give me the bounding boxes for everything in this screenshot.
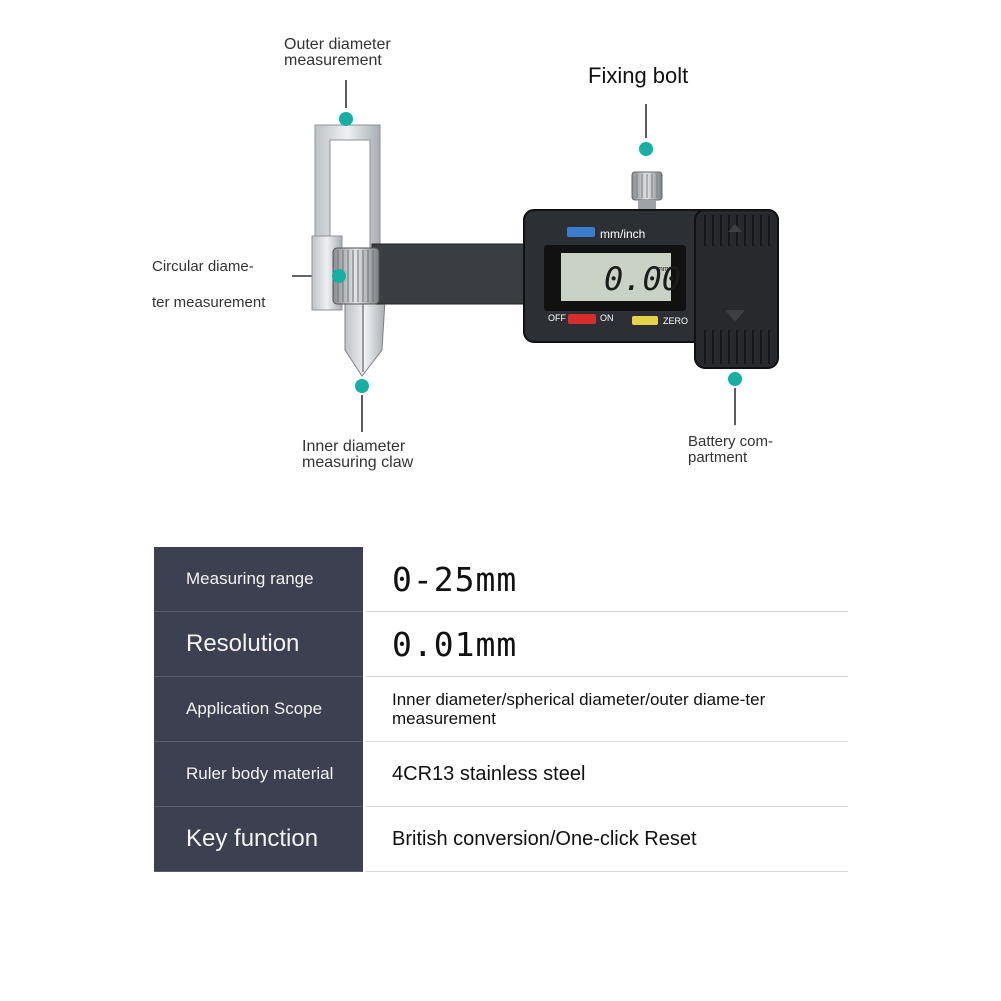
spec-value: Inner diameter/spherical diameter/outer … — [392, 690, 766, 728]
spec-value: British conversion/One-click Reset — [392, 827, 697, 850]
mode-label: mm/inch — [600, 227, 645, 241]
inner-diameter-dot — [355, 379, 369, 393]
zero-label: ZERO — [663, 316, 688, 326]
lcd-unit: mm — [657, 266, 669, 273]
circular-diameter-label: Circular diame- ter measurement — [152, 259, 265, 311]
inner-diameter-label-line2: measuring claw — [302, 454, 414, 471]
spec-row-application-scope: Application Scope Inner diameter/spheric… — [154, 677, 848, 742]
spec-value: 0.01mm — [392, 624, 518, 664]
spec-value-cell: 4CR13 stainless steel — [366, 742, 848, 807]
on-off-button — [568, 314, 596, 324]
circular-diameter-label-line2: ter measurement — [152, 294, 266, 311]
outer-diameter-dot — [339, 112, 353, 126]
spec-key-label: Key function — [186, 825, 319, 852]
circular-diameter-dot — [332, 269, 346, 283]
off-label: OFF — [548, 313, 566, 323]
caliper-beam — [371, 243, 533, 305]
callout-lines — [292, 80, 736, 432]
fixing-bolt — [631, 171, 663, 212]
fixing-bolt-dot — [639, 142, 653, 156]
spec-row-measuring-range: Measuring range 0-25mm — [154, 547, 848, 612]
spec-key-label: Ruler body material — [186, 764, 334, 783]
spec-value-cell: 0.01mm — [366, 612, 848, 677]
spec-value: 0-25mm — [392, 559, 518, 599]
caliper-diagram: mm/inch 0.00 mm OFF ON ZERO — [292, 80, 779, 432]
spec-key-cell: Key function — [154, 807, 363, 872]
on-label: ON — [600, 313, 614, 323]
battery-label: Battery com- partment — [688, 434, 773, 466]
battery-label-line2: partment — [688, 449, 748, 466]
spec-value: 4CR13 stainless steel — [392, 762, 586, 785]
outer-diameter-label-line2: measurement — [284, 52, 382, 69]
zero-button — [632, 316, 658, 325]
outer-diameter-label-line1: Outer diameter — [284, 36, 391, 53]
spec-key-cell: Application Scope — [154, 677, 363, 742]
spec-value-cell: 0-25mm — [366, 547, 848, 612]
callout-dots — [332, 112, 742, 393]
spec-key-cell: Measuring range — [154, 547, 363, 612]
spec-key-label: Resolution — [186, 630, 300, 657]
spec-key-label: Application Scope — [186, 699, 323, 718]
circular-diameter-label-line1: Circular diame- — [152, 258, 254, 275]
spec-row-resolution: Resolution 0.01mm — [154, 612, 848, 677]
spec-row-key-function: Key function British conversion/One-clic… — [154, 807, 848, 872]
spec-value-cell: British conversion/One-click Reset — [366, 807, 848, 872]
battery-label-line1: Battery com- — [688, 433, 774, 450]
spec-value-cell: Inner diameter/spherical diameter/outer … — [366, 677, 848, 742]
inner-diameter-label-line1: Inner diameter — [302, 438, 406, 455]
inner-diameter-label: Inner diameter measuring claw — [302, 439, 413, 471]
spec-key-cell: Ruler body material — [154, 742, 363, 807]
spec-key-cell: Resolution — [154, 612, 363, 677]
spec-key-label: Measuring range — [186, 569, 314, 588]
battery-dot — [728, 372, 742, 386]
spec-table: Measuring range 0-25mm Resolution 0.01mm… — [154, 547, 848, 872]
spec-row-ruler-material: Ruler body material 4CR13 stainless stee… — [154, 742, 848, 807]
fixing-bolt-label: Fixing bolt — [588, 63, 689, 88]
mode-button — [567, 227, 595, 237]
outer-diameter-label: Outer diameter measurement — [284, 37, 391, 69]
lcd-screen — [561, 253, 671, 301]
lcd-value: 0.00 — [604, 260, 681, 298]
